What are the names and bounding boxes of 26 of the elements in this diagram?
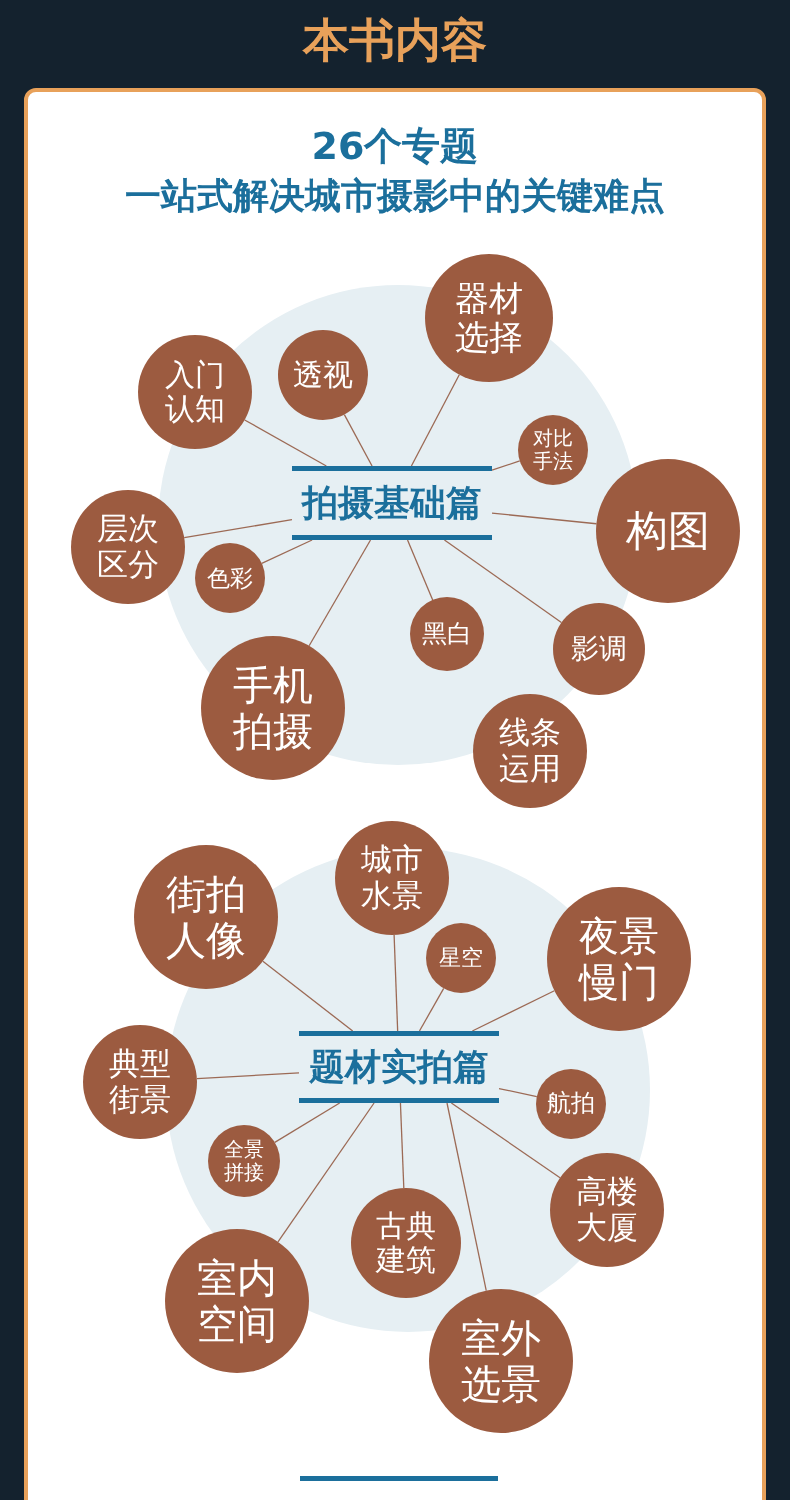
- connector-line: [410, 374, 460, 467]
- page-title: 本书内容: [301, 12, 488, 69]
- connector-line: [498, 1087, 538, 1098]
- connector-line: [183, 519, 293, 539]
- connector-line: [471, 990, 555, 1032]
- connector-line: [244, 419, 327, 467]
- connector-line: [418, 987, 445, 1032]
- connector-line: [277, 1102, 375, 1243]
- section-heading: 拍摄基础篇: [292, 466, 492, 540]
- connector-line: [261, 539, 313, 564]
- connector-line: [443, 539, 563, 624]
- connector-line: [406, 539, 434, 601]
- connector-line: [343, 413, 373, 467]
- connector-line: [196, 1072, 300, 1080]
- subtitle: 26个专题: [310, 123, 480, 170]
- connector-line: [393, 934, 399, 1032]
- section-heading: 题材实拍篇: [299, 1031, 499, 1103]
- connector-line: [274, 1102, 341, 1143]
- connector-line: [308, 539, 372, 647]
- connector-line: [491, 512, 597, 525]
- connector-line: [491, 460, 521, 471]
- connector-line: [262, 960, 354, 1032]
- subtitle: 一站式解决城市摄影中的关键难点: [124, 174, 666, 218]
- connector-line: [450, 1102, 561, 1179]
- connector-line: [399, 1102, 405, 1189]
- connector-line: [446, 1102, 487, 1292]
